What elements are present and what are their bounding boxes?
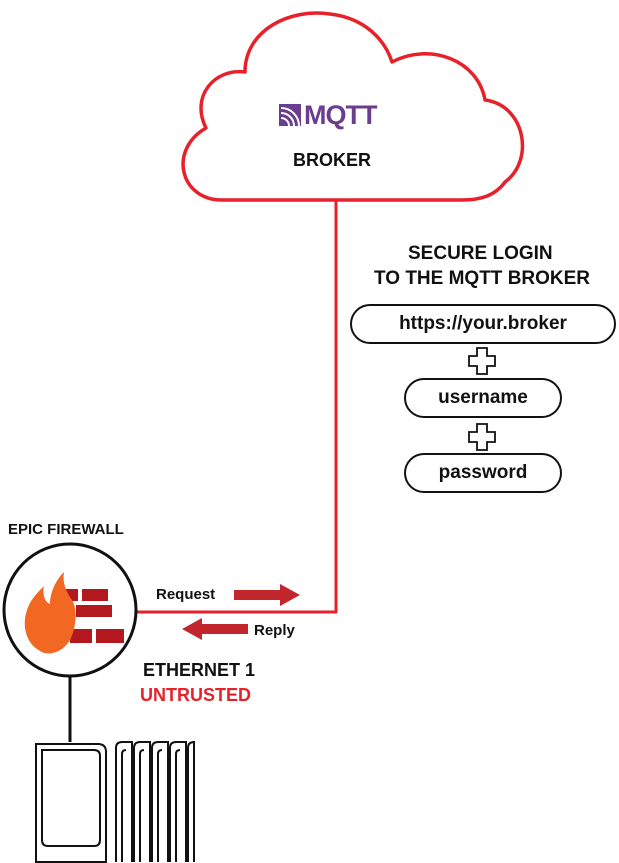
reply-arrow-icon	[182, 618, 248, 640]
plus-icon	[468, 423, 496, 451]
plus-icon	[468, 347, 496, 375]
firewall-title: EPIC FIREWALL	[8, 521, 124, 538]
mqtt-logo-text: MQTT	[304, 100, 377, 130]
untrusted-status-label: UNTRUSTED	[140, 685, 251, 705]
username-field: username	[404, 378, 562, 418]
request-arrow-icon	[234, 584, 300, 606]
flame-icon	[24, 572, 76, 654]
reply-label: Reply	[254, 622, 295, 639]
broker-cloud	[181, 11, 525, 202]
password-field: password	[404, 453, 562, 493]
request-label: Request	[156, 586, 216, 603]
broker-url-field: https://your.broker	[350, 304, 616, 344]
login-heading-line1: SECURE LOGIN	[408, 243, 553, 264]
controller-device-icon	[35, 740, 195, 863]
login-heading-line2: TO THE MQTT BROKER	[374, 268, 591, 289]
broker-label: BROKER	[293, 150, 372, 170]
connection-line	[124, 200, 338, 614]
ethernet-port-label: ETHERNET 1	[143, 660, 256, 680]
mqtt-logo-icon	[279, 104, 301, 127]
